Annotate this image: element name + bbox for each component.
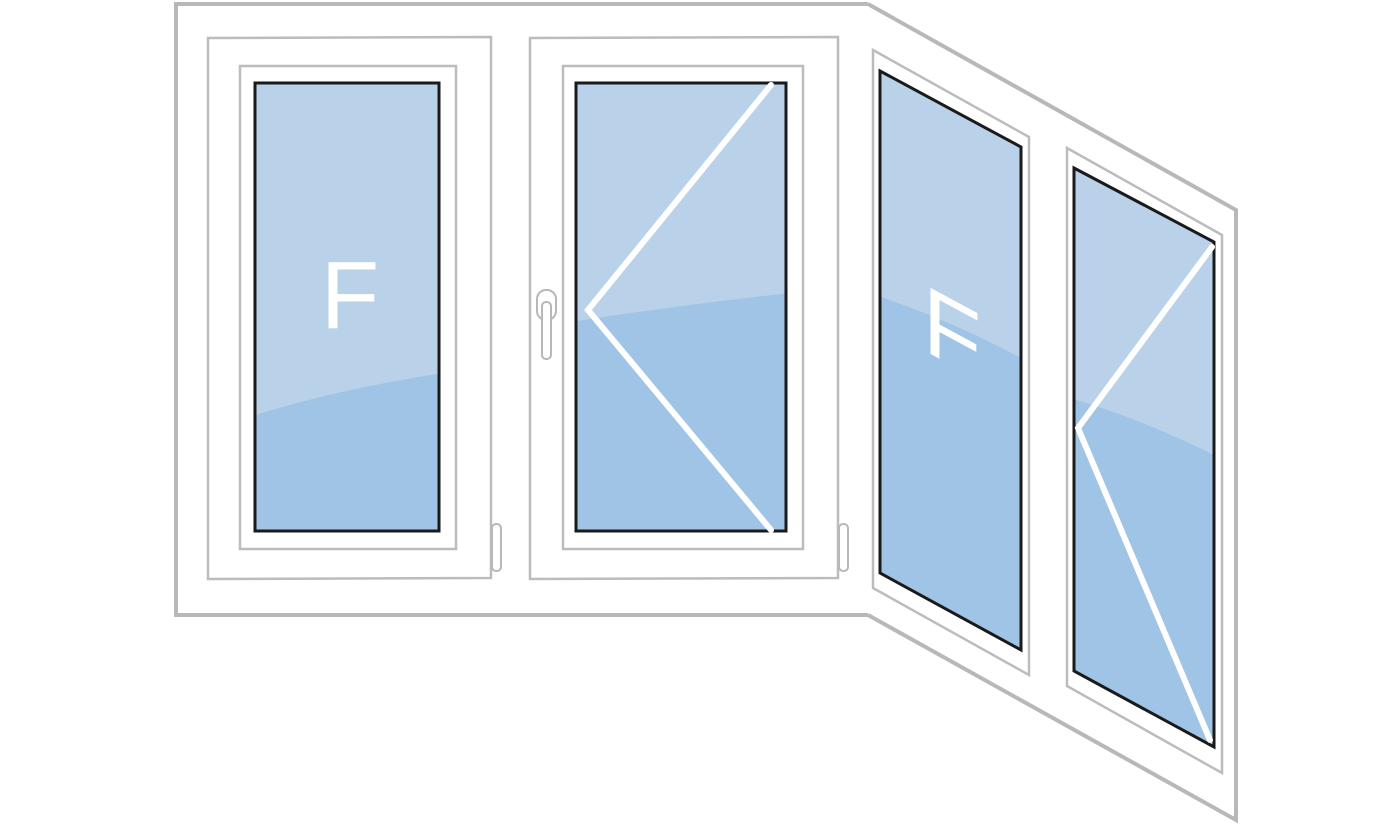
pane-1-fixed: F (206, 35, 502, 581)
pane-4-sash (1065, 145, 1224, 776)
pane-4-glass-edge (1072, 165, 1216, 750)
pane-1-fixed-label: F (321, 242, 380, 349)
outer-frame (174, 2, 1238, 824)
pane-2-hinge (838, 523, 849, 572)
pane-2-glass (576, 83, 786, 531)
pane-1-inner-sash (238, 64, 458, 551)
pane-2-handle (541, 301, 552, 360)
pane-2-glass-edge (574, 81, 788, 533)
outer-frame-front (174, 2, 868, 617)
pane-4-opening-mark (1074, 244, 1215, 743)
pane-3-glass (880, 71, 1021, 650)
pane-3-glass-edge (878, 68, 1023, 653)
pane-1-glass-edge (253, 81, 441, 533)
pane-2-opening-mark (584, 82, 774, 533)
pane-1-glass (255, 83, 439, 531)
pane-3-sash (871, 47, 1031, 678)
pane-2-tilt-turn (528, 35, 849, 581)
outer-frame-side (867, 2, 1238, 824)
pane-2-outer-sash (528, 35, 840, 581)
pane-4-tilt-turn (1065, 145, 1224, 776)
pane-1-hinge (491, 523, 502, 572)
pane-2-inner-sash (561, 64, 805, 551)
pane-3-fixed: F (871, 47, 1031, 678)
pane-1-outer-sash (206, 35, 493, 581)
